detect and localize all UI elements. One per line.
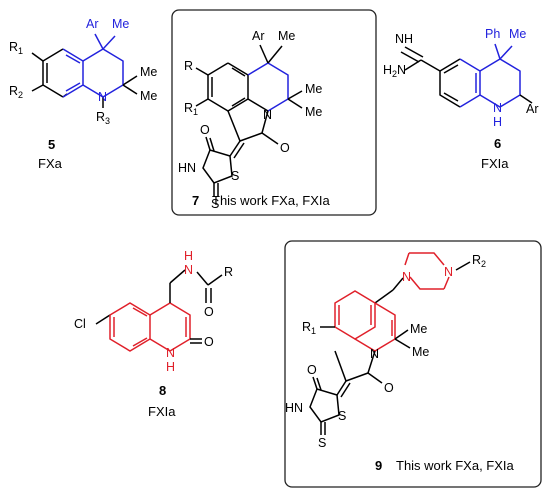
compound-7-number: 7 (192, 193, 199, 208)
compound-5-r3-label: R3 (96, 110, 110, 126)
compound-6-imine-label: NH (395, 32, 413, 46)
compound-9-box (284, 240, 542, 488)
compound-5-methyl2-label: Me (140, 65, 157, 79)
compound-9-piperazine-n1-label: N (444, 265, 453, 279)
compound-8-number: 8 (159, 383, 166, 398)
compound-9-r2-label: R2 (472, 253, 486, 269)
compound-7-methyl2-label: Me (305, 82, 322, 96)
compound-9-r1-label: R1 (302, 320, 316, 336)
compound-7-oxygen2-label: O (280, 141, 290, 155)
compound-8-chlorine-label: Cl (74, 317, 86, 331)
compound-9-hn-label: HN (285, 401, 303, 415)
compound-6-number: 6 (494, 136, 501, 151)
compound-7-r1-label: R1 (184, 101, 198, 117)
compound-9-methyl1-label: Me (410, 322, 427, 336)
compound-8-ring-nitrogen-label: N (166, 346, 175, 360)
compound-7-sulfur1-label: S (231, 169, 239, 183)
compound-5-r1-label: R1 (9, 40, 23, 56)
compound-5-structure (31, 33, 138, 108)
compound-6-amine-label: H2N (383, 63, 406, 79)
compound-8-nitrogen-label: N (184, 263, 193, 277)
compound-8-ring-hydrogen-label: H (166, 360, 175, 374)
compound-6-structure (400, 43, 533, 108)
compound-5-methyl-label: Me (112, 17, 129, 31)
compound-7-structure (195, 44, 303, 196)
compound-5-number: 5 (48, 137, 55, 152)
compound-5-activity: FXa (38, 156, 63, 171)
compound-9-oxygen2-label: O (384, 381, 394, 395)
compound-8-structure (95, 269, 223, 352)
compound-5-nitrogen-label: N (98, 90, 107, 104)
compound-9-caption: This work FXa, FXIa (396, 458, 515, 473)
compound-5-aryl-label: Ar (86, 17, 99, 31)
compound-5-r2-label: R2 (9, 84, 23, 100)
compound-9-methyl2-label: Me (412, 345, 429, 359)
compound-6-phenyl-label: Ph (485, 27, 500, 41)
compound-8-oxygen2-label: O (204, 335, 214, 349)
compound-9-oxygen1-label: O (307, 363, 317, 377)
compound-9-ring-nitrogen-label: N (370, 347, 379, 361)
compound-7-nitrogen-label: N (263, 108, 272, 122)
compound-6-nitrogen-label: N (493, 101, 502, 115)
compound-7-aryl-label: Ar (252, 29, 265, 43)
compound-7-caption: This work FXa, FXIa (212, 193, 331, 208)
compound-7-box (171, 9, 377, 216)
compound-8-r-label: R (224, 265, 233, 279)
compound-9-sulfur1-label: S (338, 409, 346, 423)
compound-9-structure (309, 252, 471, 435)
compound-9-number: 9 (375, 458, 382, 473)
compound-7-hn-label: HN (178, 161, 196, 175)
compound-6-activity: FXIa (481, 156, 509, 171)
compound-9-sulfur2-label: S (318, 436, 326, 450)
compound-9-piperazine-n2-label: N (402, 270, 411, 284)
compound-6-methyl-label: Me (509, 27, 526, 41)
compound-6-hydrogen-label: H (493, 115, 502, 129)
compound-8-hydrogen-label: H (184, 249, 193, 263)
compound-7-r-label: R (184, 59, 193, 73)
compound-6-aryl-label: Ar (526, 102, 539, 116)
compound-7-methyl3-label: Me (305, 105, 322, 119)
compound-7-oxygen1-label: O (200, 123, 210, 137)
compound-8-activity: FXIa (148, 404, 176, 419)
compound-8-oxygen1-label: O (204, 305, 214, 319)
compound-7-sulfur2-label: S (211, 197, 219, 211)
compound-7-methyl-label: Me (278, 29, 295, 43)
compound-5-methyl3-label: Me (140, 89, 157, 103)
